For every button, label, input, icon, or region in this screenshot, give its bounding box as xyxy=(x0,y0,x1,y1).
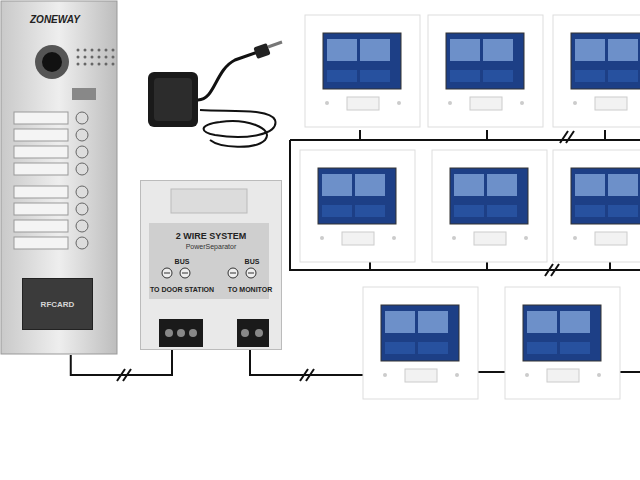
monitor-unit xyxy=(505,287,620,399)
monitor-unit xyxy=(428,15,543,127)
terminal-name: BUS xyxy=(245,258,260,265)
monitor-unit xyxy=(300,150,415,262)
monitor-unit xyxy=(553,150,640,262)
door-station: ZONEWAY RFCARD xyxy=(0,0,122,355)
brand-name: ZONEWAY xyxy=(30,14,122,25)
separator-terminals xyxy=(141,181,277,351)
device-subtitle: PowerSeparator xyxy=(141,243,281,250)
terminal-name: BUS xyxy=(175,258,190,265)
power-separator: 2 WIRE SYSTEM PowerSeparator xyxy=(140,180,282,350)
card-label: RFCARD xyxy=(23,300,92,309)
monitor-unit xyxy=(432,150,547,262)
terminal-caption: TO MONITOR xyxy=(228,286,272,293)
power-adapter xyxy=(148,42,282,147)
monitor-unit xyxy=(363,287,478,399)
indoor-monitors xyxy=(300,15,640,399)
card-reader: RFCARD xyxy=(22,278,93,330)
monitor-unit xyxy=(305,15,420,127)
device-title: 2 WIRE SYSTEM xyxy=(141,231,281,241)
monitor-unit xyxy=(553,15,640,127)
terminal-caption: TO DOOR STATION xyxy=(150,286,214,293)
